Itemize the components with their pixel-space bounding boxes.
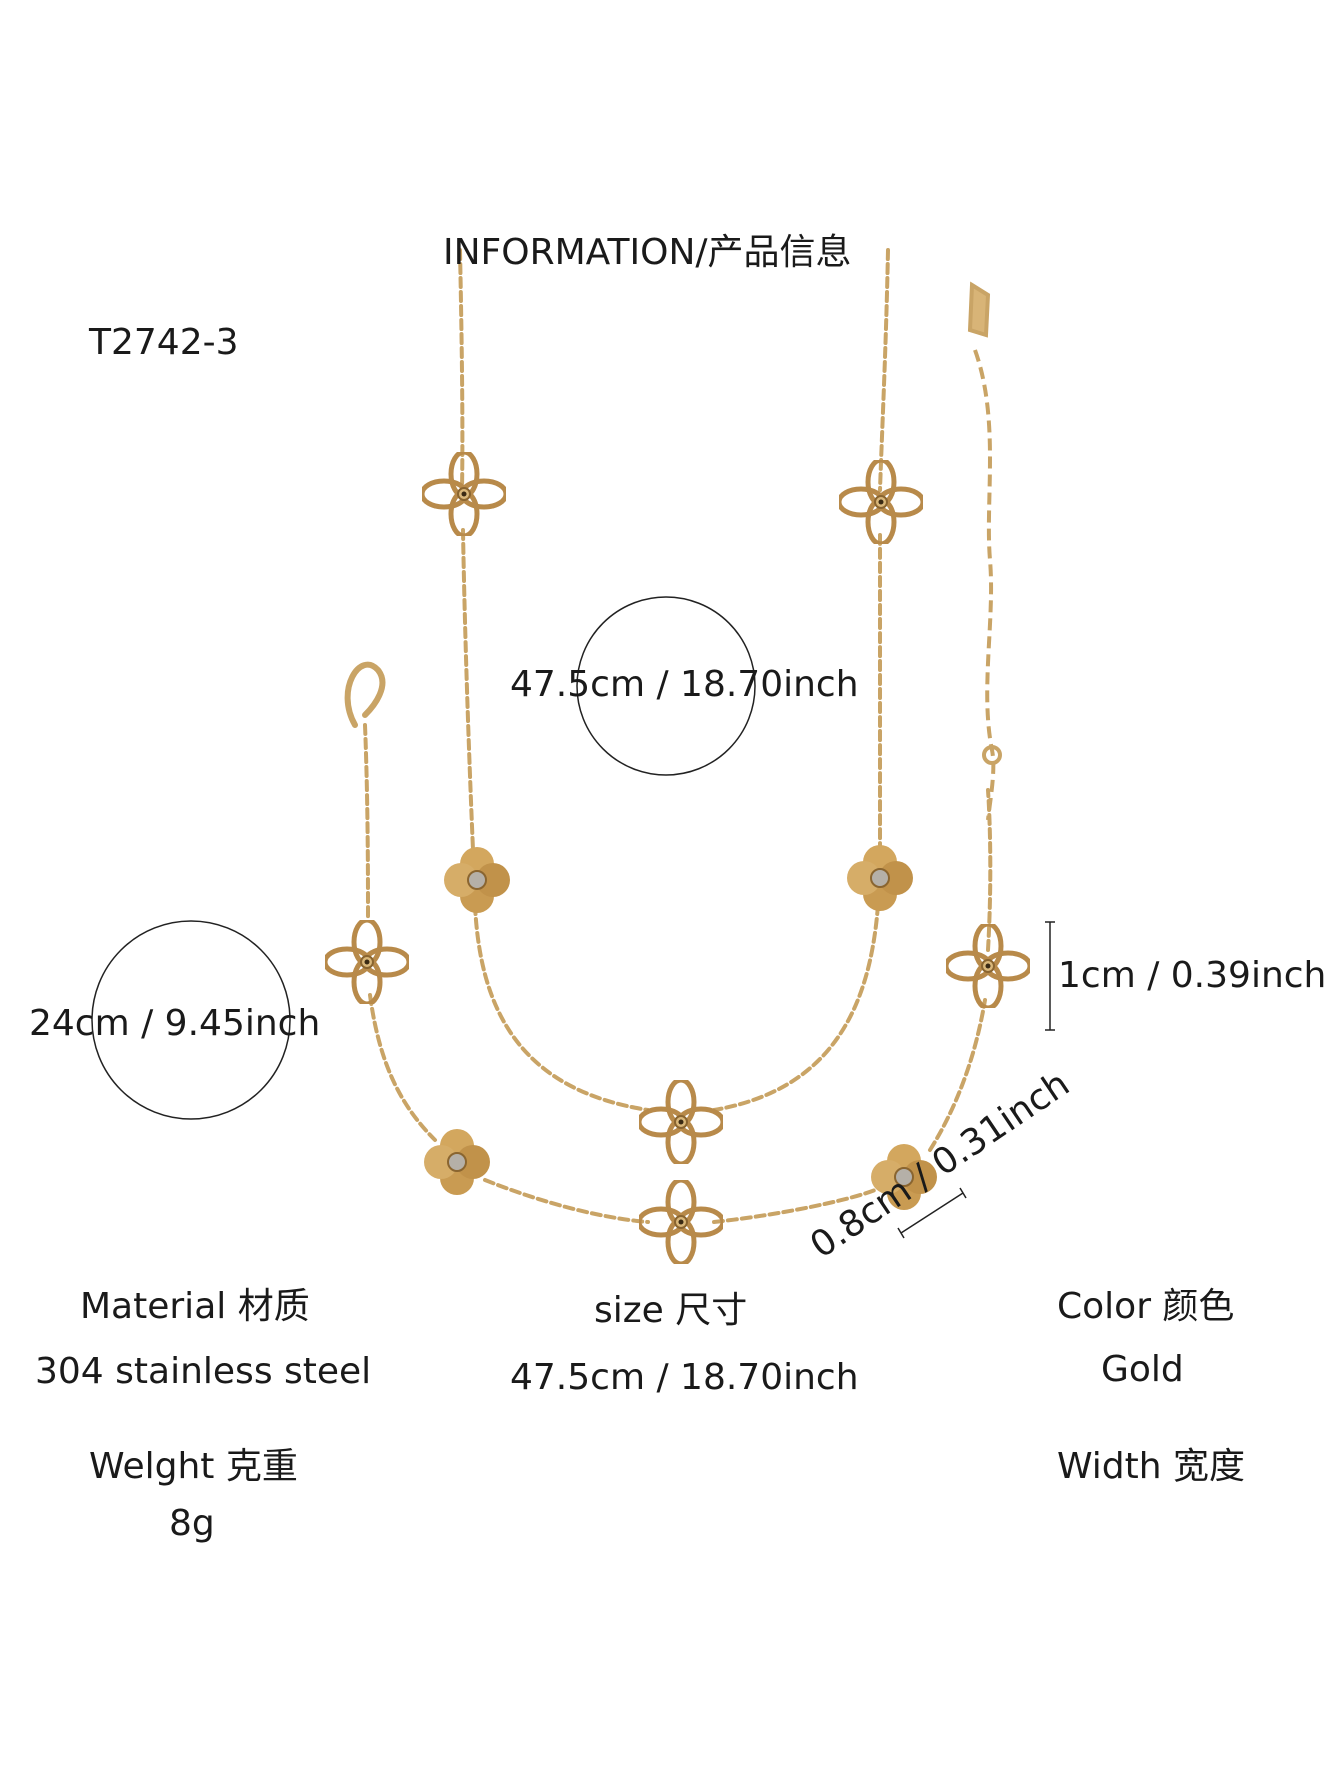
weight-label: Welght 克重 [89,1446,298,1487]
necklace-solid-clover-right [846,844,914,912]
necklace-chain-left [458,248,465,492]
bracelet-chain-left [363,723,370,922]
necklace-open-clover-center [639,1080,723,1164]
bracelet-chain-bottom-left [483,1178,650,1224]
charm-size-label: 1cm / 0.39inch [1058,955,1327,996]
necklace-chain-right [878,248,890,492]
color-label: Color 颜色 [1057,1286,1235,1327]
charm-size-measure-line [1045,921,1055,1031]
necklace-extender [967,281,1002,821]
material-value: 304 stainless steel [35,1351,372,1392]
bracelet-length-circle [91,920,291,1120]
bracelet [344,661,993,1224]
size-label: size 尺寸 [594,1290,748,1331]
color-value: Gold [1101,1349,1184,1390]
necklace-chain-right-low [712,903,880,1112]
bracelet-length-label: 24cm / 9.45inch [29,1003,321,1044]
weight-value: 8g [169,1503,215,1544]
necklace-chain-left-low [473,903,650,1112]
material-label: Material 材质 [80,1286,310,1327]
necklace-length-label: 47.5cm / 18.70inch [510,664,859,705]
bracelet-clasp [344,661,386,728]
width-label: Width 宽度 [1057,1446,1246,1487]
bracelet-open-clover-center [639,1180,723,1264]
necklace-chain-left-mid [461,528,475,852]
necklace-solid-clover-left [443,846,511,914]
chain-width-measure-line [897,1187,967,1239]
size-value: 47.5cm / 18.70inch [510,1357,859,1398]
necklace [458,248,890,1112]
bracelet-chain-left-low [368,993,437,1142]
bracelet-open-clover-left [325,920,409,1004]
page-title: INFORMATION/产品信息 [443,232,852,273]
bracelet-chain-bottom-right [712,1188,877,1224]
product-code: T2742-3 [89,322,239,363]
necklace-length-circle [576,596,756,776]
bracelet-chain-right-low [928,998,987,1152]
